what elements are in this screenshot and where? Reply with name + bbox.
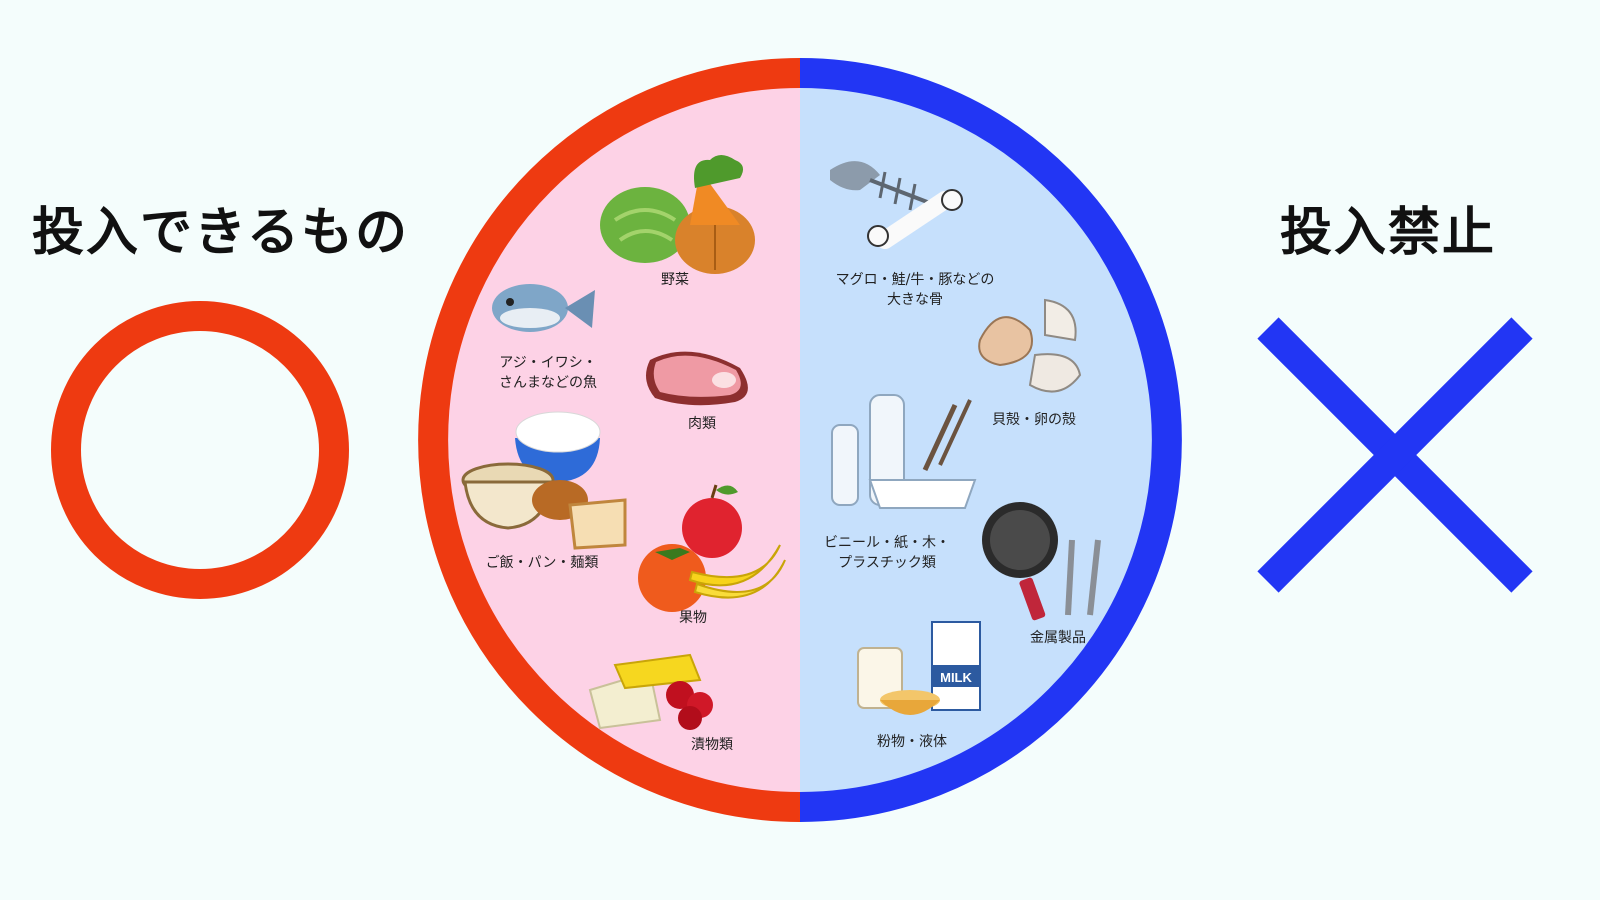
vegetables-icon [600,155,755,274]
milk-carton-text: MILK [940,670,972,685]
metal-products-label: 金属製品 [1030,630,1086,646]
allowed-ring [418,58,801,822]
big-bones-label: マグロ・鮭/牛・豚などの 大きな骨 [835,272,995,308]
pickles-icon [588,653,713,730]
plastic-paper-wood-icon [831,394,977,509]
rice-bread-noodles-icon [461,411,627,550]
fruit-label: 果物 [679,610,707,626]
shells-eggshells-icon [978,298,1082,393]
meat-icon [646,351,748,406]
fruit-icon [638,484,786,612]
pickles-label: 漬物類 [691,737,733,753]
fish-icon [492,284,595,332]
forbidden-ring [799,58,1182,822]
fish-label: アジ・イワシ・ さんまなどの魚 [499,355,597,391]
forbidden-half [800,73,1167,807]
forbidden-heading: 投入禁止 [1280,203,1497,263]
powder-liquid-label: 粉物・液体 [877,734,947,750]
metal-products-icon [982,502,1101,621]
big-bones-icon [830,161,963,249]
shells-eggshells-label: 貝殻・卵の殻 [992,412,1076,428]
circle-mark-icon [51,301,349,599]
rice-bread-noodles-label: ご飯・パン・麺類 [485,555,599,571]
plastic-paper-wood-label: ビニール・紙・木・ プラスチック類 [824,535,950,571]
allowed-heading: 投入できるもの [32,203,409,263]
powder-liquid-icon: MILK [857,621,981,715]
cross-mark-icon [1257,317,1533,593]
vegetables-label: 野菜 [661,272,689,288]
meat-label: 肉類 [688,416,716,432]
